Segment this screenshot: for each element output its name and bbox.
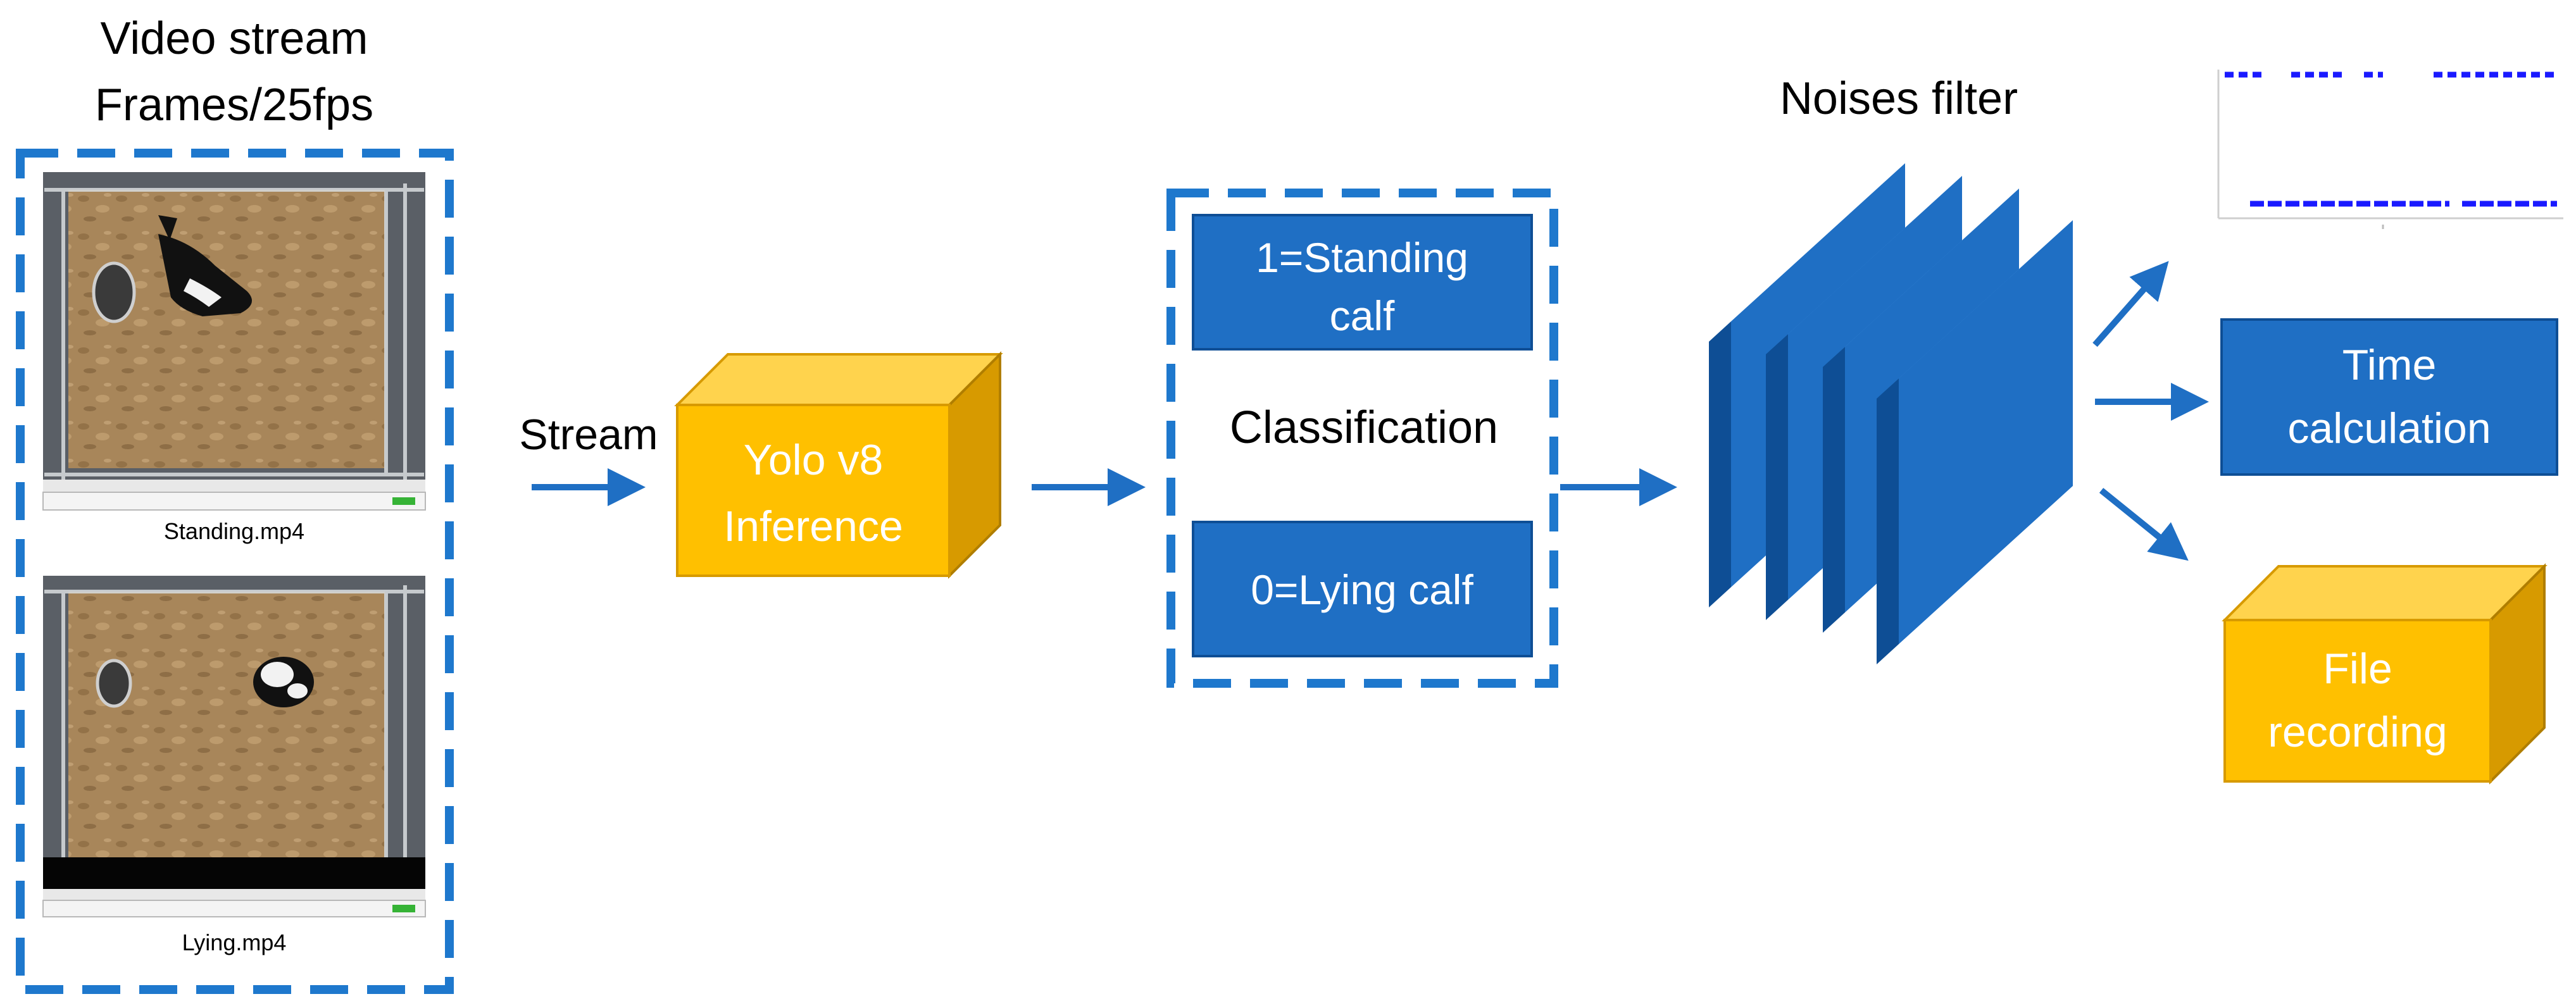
state-timeline-plot [2217, 70, 2563, 229]
video-clip-standing[interactable]: Standing.mp4 [42, 172, 426, 544]
class-lying-line1: 0=Lying calf [1251, 566, 1473, 613]
class-standing-box[interactable]: 1=Standing calf [1192, 214, 1533, 351]
stream-label: Stream [519, 411, 658, 459]
feeding-bowl-icon [96, 659, 132, 708]
video-title-line1: Video stream [101, 13, 368, 64]
class-standing-line1: 1=Standing [1256, 234, 1468, 281]
inference-label-line1: Yolo v8 [744, 436, 884, 484]
video-dashed-frame [16, 149, 454, 994]
noise-filter-label: Noises filter [1780, 73, 2018, 124]
file-line2: recording [2268, 708, 2448, 756]
classification-panel: 1=Standing calf Classification 0=Lying c… [1166, 189, 1558, 688]
file-recording-box[interactable]: File recording [2222, 563, 2548, 785]
standing-calf-icon [158, 215, 252, 316]
file-line1: File [2323, 645, 2392, 693]
inference-box[interactable]: Yolo v8 Inference [674, 351, 1003, 579]
filter-to-file-arrow [2099, 488, 2189, 561]
class-standing-line2: calf [1330, 292, 1395, 339]
classification-dashed-frame [1166, 189, 1558, 688]
time-line1: Time [2342, 341, 2437, 389]
video-stream-panel: Video stream Frames/25fps [16, 13, 454, 994]
time-calculation-box[interactable]: Time calculation [2220, 318, 2558, 476]
inference-label-line2: Inference [723, 502, 903, 550]
video-title-line2: Frames/25fps [95, 80, 373, 130]
noise-filter-stack[interactable] [1709, 163, 2073, 664]
clip-caption-standing: Standing.mp4 [164, 518, 304, 544]
video-clip-lying[interactable]: Lying.mp4 [42, 576, 426, 955]
clip-caption-lying: Lying.mp4 [182, 929, 287, 955]
class-lying-box[interactable]: 0=Lying calf [1192, 521, 1533, 657]
feeding-bowl-icon [92, 261, 136, 323]
classification-label: Classification [1230, 402, 1498, 453]
filter-to-plot-arrow [2092, 261, 2169, 347]
lying-calf-icon [253, 657, 314, 707]
time-line2: calculation [2287, 404, 2491, 452]
